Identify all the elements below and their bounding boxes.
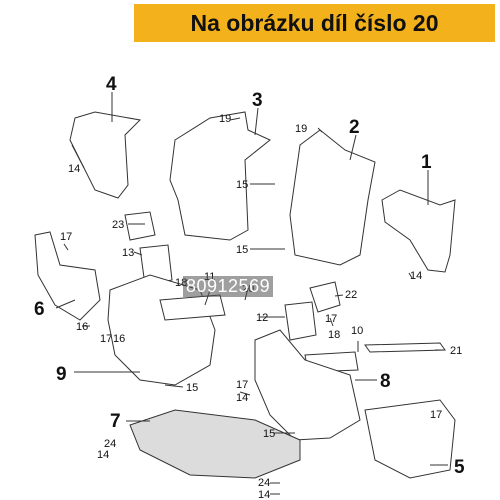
part-12-shape [284,301,317,341]
callout-22: 22 [345,289,357,301]
callout-15a: 15 [236,179,248,191]
callout-6: 6 [34,299,45,320]
callout-24a: 24 [104,438,116,450]
callout-17c: 17 [100,333,112,345]
callout-4: 4 [106,74,117,95]
part-4-shape [69,111,142,199]
callout-21: 21 [450,345,462,357]
callout-15c: 15 [186,382,198,394]
part-23-shape [124,211,156,241]
callout-14e: 14 [258,489,270,500]
callout-18b: 18 [328,329,340,341]
callout-23: 23 [112,219,124,231]
callout-7: 7 [110,411,121,432]
callout-17b: 17 [325,313,337,325]
part-11-shape [159,294,226,321]
callout-15b: 15 [236,244,248,256]
callout-16b: 16 [113,333,125,345]
callout-3: 3 [252,90,263,111]
callout-19a: 19 [219,113,231,125]
part-3-shape [169,111,271,241]
callout-14b: 14 [410,270,422,282]
banner-text: Na obrázku díl číslo 20 [190,9,439,36]
callout-17a: 17 [60,231,72,243]
part-2-shape [289,129,376,266]
callout-1: 1 [421,152,432,173]
callout-14c: 14 [236,392,248,404]
callout-17d: 17 [236,379,248,391]
callout-12: 12 [256,312,268,324]
callout-10: 10 [351,325,363,337]
callout-2: 2 [349,117,360,138]
callout-16a: 16 [76,321,88,333]
part-8-shape [254,329,361,441]
part-6-shape [34,231,101,321]
part-7-shape [129,409,301,479]
watermark-id: 80912569 [183,276,274,297]
part-13-shape [139,244,173,286]
callout-14d: 14 [97,449,109,461]
callout-24b: 24 [258,477,270,489]
callout-14a: 14 [68,163,80,175]
callout-13: 13 [122,247,134,259]
part-22-shape [309,281,341,313]
part-5-shape [364,399,456,479]
callout-15d: 15 [263,428,275,440]
part-number-banner: Na obrázku díl číslo 20 [134,4,495,42]
callout-5: 5 [454,457,465,478]
callout-8: 8 [380,371,391,392]
part-1-shape [381,189,456,273]
callout-9: 9 [56,364,67,385]
part-21-shape [364,342,446,353]
callout-17e: 17 [430,409,442,421]
callout-19b: 19 [295,123,307,135]
